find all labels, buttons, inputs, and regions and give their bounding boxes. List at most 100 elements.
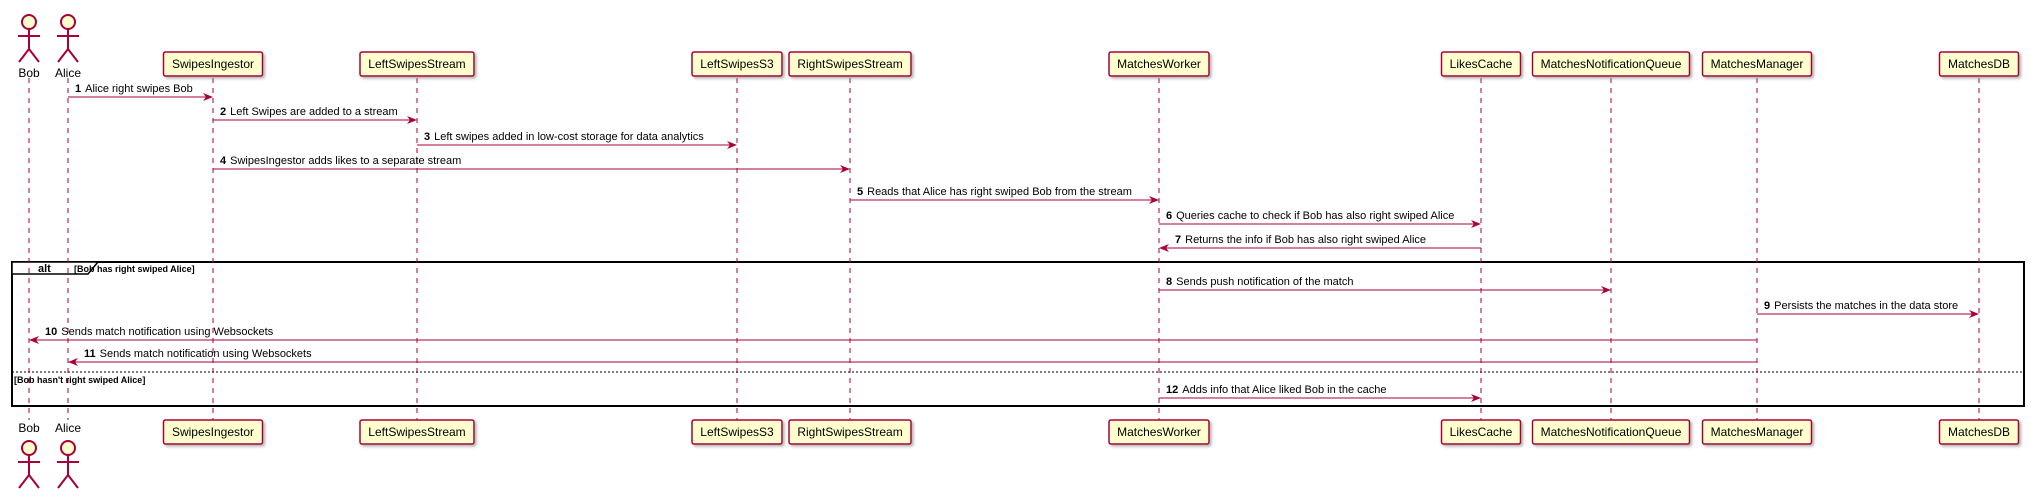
participant-label: MatchesDB (1948, 425, 2010, 439)
alt-frame-label: alt (38, 263, 51, 275)
arrowhead-icon (1149, 196, 1159, 204)
message-number: 12 (1166, 384, 1178, 396)
participant-label: RightSwipesStream (797, 425, 902, 439)
participants-layer: BobBobAliceAliceSwipesIngestorSwipesInge… (18, 14, 2020, 489)
arrowhead-icon (203, 93, 213, 101)
participant-swipes_ingestor-bottom: SwipesIngestor (162, 419, 264, 445)
actor-bob-top (18, 14, 40, 63)
message-number: 2 (220, 106, 226, 118)
participant-matches_worker-bottom: MatchesWorker (1108, 419, 1210, 445)
message-text: SwipesIngestor adds likes to a separate … (230, 155, 461, 167)
participant-box (359, 51, 475, 77)
participant-box (1938, 419, 2020, 445)
message-text: Alice right swipes Bob (85, 83, 193, 95)
participant-matches_worker-top: MatchesWorker (1108, 51, 1210, 77)
message-12: 12 Adds info that Alice liked Bob in the … (1159, 384, 1481, 402)
participant-label: MatchesNotificationQueue (1541, 57, 1682, 71)
participant-label: SwipesIngestor (172, 425, 254, 439)
participant-label: MatchesManager (1711, 57, 1804, 71)
participant-box (1108, 419, 1210, 445)
message-1: 1 Alice right swipes Bob (68, 83, 213, 101)
participant-label: RightSwipesStream (797, 57, 902, 71)
actor-label-top: Bob (18, 66, 40, 80)
message-text: Sends push notification of the match (1176, 276, 1353, 288)
participant-right_swipes_stream-top: RightSwipesStream (788, 51, 912, 77)
message-text: Sends match notification using Websocket… (61, 326, 273, 338)
actor-figure-icon (57, 440, 79, 489)
participant-likes_cache-top: LikesCache (1440, 51, 1522, 77)
participant-box (1531, 51, 1691, 77)
message-text: Persists the matches in the data store (1774, 300, 1958, 312)
participant-left_swipes_s3-bottom: LeftSwipesS3 (691, 419, 783, 445)
arrowhead-icon (1969, 310, 1979, 318)
alt-guard-1: [Bob has right swiped Alice] (74, 264, 195, 274)
participant-matches_notification_queue-top: MatchesNotificationQueue (1531, 51, 1691, 77)
message-label: 6 Queries cache to check if Bob has also … (1166, 210, 1454, 222)
arrowhead-icon (1159, 244, 1169, 252)
arrowhead-icon (727, 141, 737, 149)
message-number: 11 (84, 348, 96, 360)
alt-frame-tab (11, 261, 100, 275)
alt-frame-border (11, 261, 2025, 407)
participant-matches_notification_queue-bottom: MatchesNotificationQueue (1531, 419, 1691, 445)
alt-frame: alt [Bob has right swiped Alice] [Bob hasn… (11, 261, 2025, 407)
participant-matches_db-top: MatchesDB (1938, 51, 2020, 77)
arrowhead-icon (68, 358, 78, 366)
participant-right_swipes_stream-bottom: RightSwipesStream (788, 419, 912, 445)
actor-alice-top (57, 14, 79, 63)
message-number: 5 (857, 186, 863, 198)
actor-figure-icon (57, 14, 79, 63)
message-number: 8 (1166, 276, 1172, 288)
participant-label: MatchesWorker (1117, 57, 1201, 71)
participant-box (1440, 419, 1522, 445)
participant-label: LeftSwipesStream (368, 425, 465, 439)
participant-likes_cache-bottom: LikesCache (1440, 419, 1522, 445)
arrowhead-icon (840, 165, 850, 173)
participant-box (1701, 51, 1813, 77)
participant-box (1531, 419, 1691, 445)
message-number: 1 (75, 83, 81, 95)
actor-label-top: Alice (55, 66, 81, 80)
participant-box (788, 51, 912, 77)
message-label: 1 Alice right swipes Bob (75, 83, 193, 95)
participant-left_swipes_stream-bottom: LeftSwipesStream (359, 419, 475, 445)
participant-box (162, 51, 264, 77)
message-text: Reads that Alice has right swiped Bob fr… (867, 186, 1132, 198)
message-number: 4 (220, 155, 227, 167)
message-text: Adds info that Alice liked Bob in the ca… (1182, 384, 1386, 396)
participant-label: MatchesManager (1711, 425, 1804, 439)
participant-label: MatchesWorker (1117, 425, 1201, 439)
participant-matches_db-bottom: MatchesDB (1938, 419, 2020, 445)
arrowhead-icon (407, 116, 417, 124)
actor-figure-icon (18, 440, 40, 489)
participant-label: LeftSwipesS3 (700, 57, 774, 71)
arrowhead-icon (1471, 220, 1481, 228)
participant-swipes_ingestor-top: SwipesIngestor (162, 51, 264, 77)
arrowhead-icon (29, 336, 39, 344)
participant-label: LeftSwipesS3 (700, 425, 774, 439)
message-text: Sends match notification using Websocket… (100, 348, 312, 360)
participant-box (691, 51, 783, 77)
message-11: 11 Sends match notification using Websock… (68, 348, 1757, 366)
alt-guard-2: [Bob hasn't right swiped Alice] (14, 375, 145, 385)
participant-box (1938, 51, 2020, 77)
participant-label: MatchesDB (1948, 57, 2010, 71)
actor-label-bottom: Alice (55, 421, 81, 435)
message-text: Queries cache to check if Bob has also r… (1176, 210, 1454, 222)
actor-bob-bottom (18, 440, 40, 489)
message-text: Left swipes added in low-cost storage fo… (434, 131, 704, 143)
participant-matches_manager-top: MatchesManager (1701, 51, 1813, 77)
lifelines-layer (28, 78, 1980, 420)
message-number: 6 (1166, 210, 1172, 222)
message-text: Returns the info if Bob has also right s… (1185, 234, 1426, 246)
